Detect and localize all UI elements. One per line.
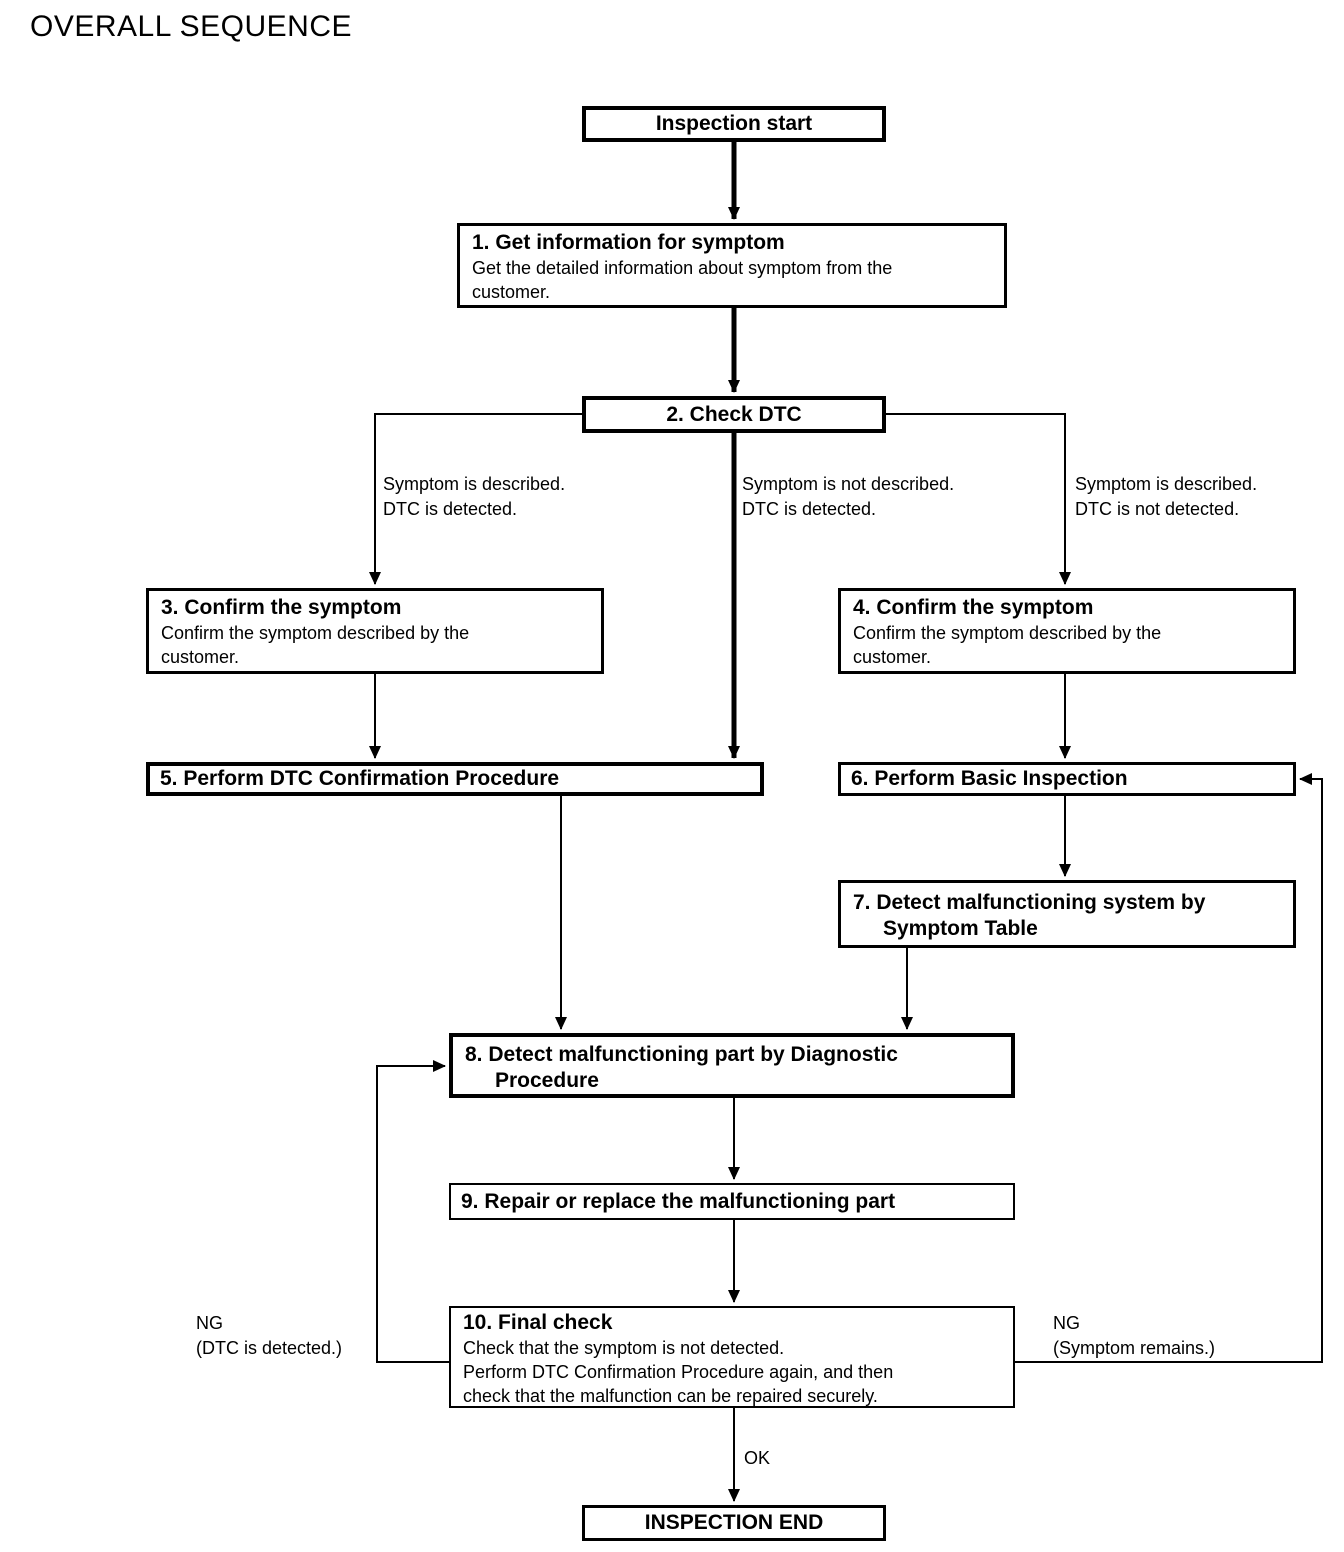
ng-label-left-line2: (DTC is detected.) bbox=[196, 1338, 343, 1358]
branch-label-middle-line1: Symptom is not described. bbox=[742, 474, 955, 494]
branch-label-left-line1: Symptom is described. bbox=[383, 474, 566, 494]
node-inspection-end: INSPECTION END bbox=[582, 1505, 886, 1541]
node-step-8-title-line1: 8. Detect malfunctioning part by Diagnos… bbox=[465, 1043, 898, 1066]
ng-label-left-line1: NG bbox=[196, 1313, 223, 1333]
branch-label-right-line1: Symptom is described. bbox=[1075, 474, 1258, 494]
node-step-1-desc-line2: customer. bbox=[472, 282, 551, 302]
edge-step2-to-step3 bbox=[369, 413, 582, 585]
node-step-4-title: 4. Confirm the symptom bbox=[853, 596, 1094, 619]
node-step-9-label: 9. Repair or replace the malfunctioning … bbox=[461, 1189, 896, 1213]
node-step-5-label: 5. Perform DTC Confirmation Procedure bbox=[160, 767, 560, 790]
page-title: OVERALL SEQUENCE bbox=[30, 10, 352, 43]
node-step-9: 9. Repair or replace the malfunctioning … bbox=[449, 1183, 1015, 1220]
node-step-3-desc-line2: customer. bbox=[161, 647, 240, 667]
branch-label-right-line2: DTC is not detected. bbox=[1075, 499, 1240, 519]
node-step-4: 4. Confirm the symptom Confirm the sympt… bbox=[838, 588, 1296, 674]
node-step-8-title-line2: Procedure bbox=[495, 1069, 599, 1092]
node-step-1-title: 1. Get information for symptom bbox=[472, 231, 785, 254]
node-step-3-desc-line1: Confirm the symptom described by the bbox=[161, 623, 470, 643]
node-step-2-label: 2. Check DTC bbox=[666, 402, 802, 426]
node-inspection-end-label: INSPECTION END bbox=[644, 1511, 824, 1534]
node-step-5: 5. Perform DTC Confirmation Procedure bbox=[146, 762, 764, 796]
node-inspection-start-label: Inspection start bbox=[655, 112, 813, 135]
edge-step2-to-step4 bbox=[886, 413, 1071, 585]
node-step-1-desc-line1: Get the detailed information about sympt… bbox=[472, 258, 893, 278]
branch-label-left: Symptom is described. DTC is detected. bbox=[383, 472, 565, 522]
node-step-1: 1. Get information for symptom Get the d… bbox=[457, 223, 1007, 308]
edge-ng-loop-left bbox=[376, 1060, 449, 1363]
node-step-4-desc-line1: Confirm the symptom described by the bbox=[853, 623, 1162, 643]
node-step-6: 6. Perform Basic Inspection bbox=[838, 762, 1296, 796]
ng-label-right-line1: NG bbox=[1053, 1313, 1080, 1333]
node-step-7-title-line1: 7. Detect malfunctioning system by bbox=[853, 891, 1206, 914]
branch-label-middle-line2: DTC is detected. bbox=[742, 499, 877, 519]
node-step-8: 8. Detect malfunctioning part by Diagnos… bbox=[449, 1033, 1015, 1098]
edge-ng-loop-right bbox=[1015, 773, 1323, 1363]
node-step-10-desc-line1: Check that the symptom is not detected. bbox=[463, 1338, 785, 1358]
branch-label-left-line2: DTC is detected. bbox=[383, 499, 518, 519]
node-step-3: 3. Confirm the symptom Confirm the sympt… bbox=[146, 588, 604, 674]
node-step-10: 10. Final check Check that the symptom i… bbox=[449, 1306, 1015, 1408]
branch-label-middle: Symptom is not described. DTC is detecte… bbox=[742, 472, 954, 522]
node-step-7-title-line2: Symptom Table bbox=[883, 917, 1038, 940]
ok-label: OK bbox=[744, 1448, 771, 1468]
node-step-10-desc-line3: check that the malfunction can be repair… bbox=[463, 1386, 878, 1406]
node-step-3-title: 3. Confirm the symptom bbox=[161, 596, 402, 619]
ng-label-right: NG (Symptom remains.) bbox=[1053, 1311, 1215, 1361]
node-step-6-label: 6. Perform Basic Inspection bbox=[851, 767, 1128, 790]
ng-label-left: NG (DTC is detected.) bbox=[196, 1311, 342, 1361]
node-step-4-desc-line2: customer. bbox=[853, 647, 932, 667]
branch-label-right: Symptom is described. DTC is not detecte… bbox=[1075, 472, 1257, 522]
node-step-7: 7. Detect malfunctioning system by Sympt… bbox=[838, 880, 1296, 948]
node-step-10-title: 10. Final check bbox=[463, 1311, 613, 1334]
node-inspection-start: Inspection start bbox=[582, 106, 886, 142]
node-step-2: 2. Check DTC bbox=[582, 396, 886, 433]
ng-label-right-line2: (Symptom remains.) bbox=[1053, 1338, 1216, 1358]
node-step-10-desc-line2: Perform DTC Confirmation Procedure again… bbox=[463, 1362, 894, 1382]
